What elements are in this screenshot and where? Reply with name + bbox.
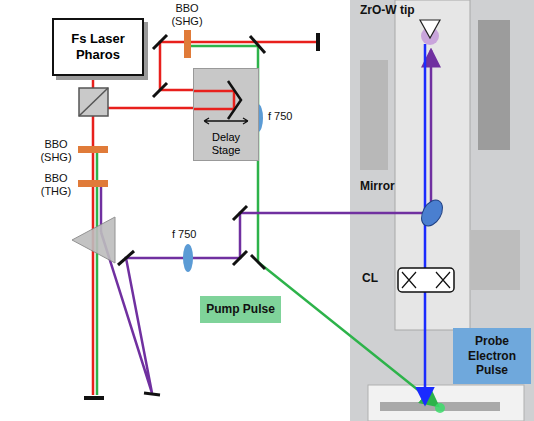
tip-symbol (420, 20, 440, 38)
bbo-crystal (184, 30, 191, 58)
beam-splitter (79, 88, 108, 116)
bbo-crystal (78, 146, 108, 153)
beam-dump (84, 396, 104, 400)
mirror (251, 255, 265, 269)
laser-beam (108, 107, 193, 110)
uv-beam (101, 213, 431, 393)
probe-pulse-box: Probe Electron Pulse (453, 328, 531, 384)
retroreflector (228, 81, 241, 119)
retroreflector-symbol (194, 69, 258, 125)
pump-spot (435, 403, 445, 413)
lens-label: f 750 (268, 110, 292, 123)
pump-beam (96, 153, 99, 395)
part-label: ZrO-W tip (360, 4, 415, 18)
node-text: Fs Laser Pharos (60, 31, 136, 62)
mirror (233, 251, 247, 265)
beam-splitter (79, 88, 108, 116)
beam-dump (316, 33, 320, 51)
bbo-crystal (78, 180, 108, 187)
translation-arrow (204, 118, 248, 124)
laser-beam (194, 91, 234, 109)
node-text: Probe Electron Pulse (457, 334, 527, 377)
mirror (250, 36, 265, 53)
node-text: Pump Pulse (206, 302, 275, 316)
microscope-part (360, 60, 388, 170)
condenser-lens-symbol (398, 268, 454, 292)
crystal-label: BBO (SHG) (167, 2, 207, 27)
laser-beam (92, 116, 95, 395)
microscope-part (478, 20, 510, 150)
part-label: Mirror (360, 180, 395, 194)
delay-stage-box: Delay Stage (193, 68, 259, 161)
node-text: Delay Stage (197, 131, 255, 157)
crystal-label: BBO (SHG) (36, 138, 76, 163)
sample-stage (368, 385, 524, 421)
pump-pulse-box: Pump Pulse (200, 296, 281, 323)
condenser-lens-symbol (402, 272, 450, 288)
mirror (153, 35, 167, 49)
pump-beam (191, 46, 258, 262)
lens-label: f 750 (172, 228, 196, 241)
microscope-column (395, 0, 470, 330)
mirror (233, 206, 247, 220)
laser-beam (92, 76, 95, 88)
laser-box: Fs Laser Pharos (52, 18, 144, 76)
part-label: CL (362, 272, 378, 286)
microscope-part (470, 230, 520, 290)
mirror (118, 251, 134, 265)
crystal-label: BBO (THG) (36, 172, 76, 197)
mirror-symbol (417, 196, 447, 229)
uv-beam (430, 50, 433, 213)
mirror (144, 393, 160, 395)
prism (72, 217, 115, 263)
lens (183, 244, 193, 272)
mirror (153, 83, 167, 97)
